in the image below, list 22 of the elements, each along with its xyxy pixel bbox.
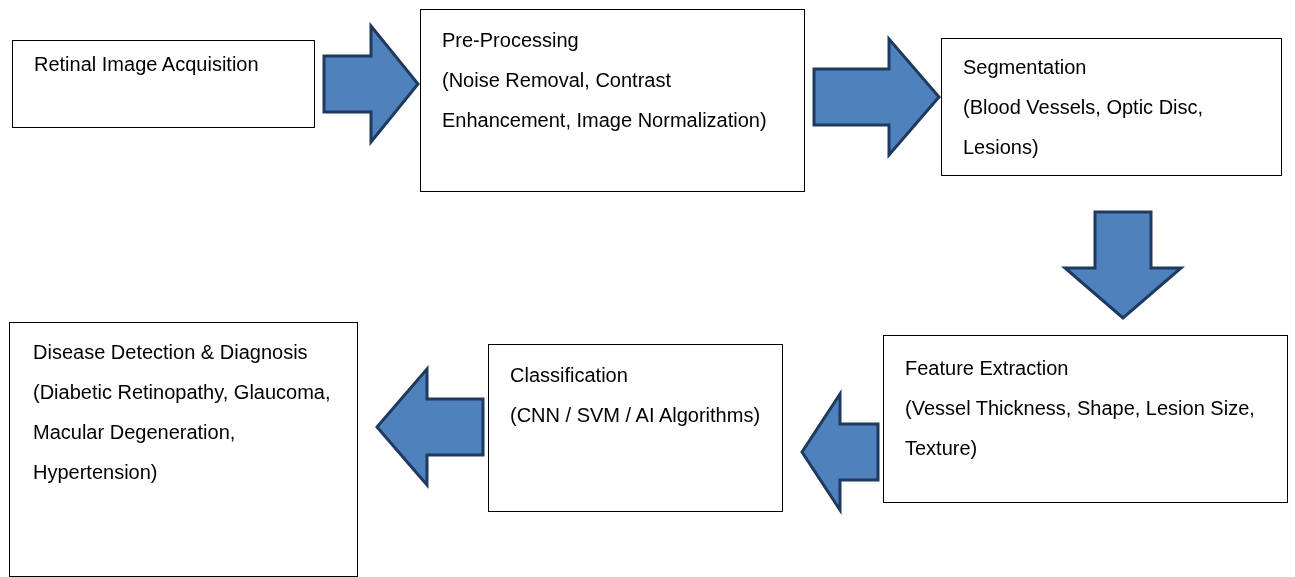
process-box [488, 344, 783, 512]
process-box [941, 38, 1282, 176]
block-arrow [1060, 210, 1186, 320]
step-details: (Vessel Thickness, Shape, Lesion Size, Texture) [905, 396, 1256, 461]
block-arrow [375, 364, 485, 490]
process-box [883, 335, 1288, 503]
step-details: (Noise Removal, Contrast Enhancement, Image Normalization) [442, 68, 768, 133]
step-title: Classification [510, 363, 628, 388]
step-details: (Blood Vessels, Optic Disc, Lesions) [963, 95, 1205, 160]
step-details: (CNN / SVM / AI Algorithms) [510, 403, 761, 428]
process-box [12, 40, 315, 128]
step-title: Retinal Image Acquisition [34, 52, 259, 77]
step-title: Segmentation [963, 55, 1087, 80]
block-arrow [800, 388, 880, 516]
step-title: Disease Detection & Diagnosis [33, 340, 308, 365]
step-title: Pre-Processing [442, 28, 579, 53]
process-box [9, 322, 358, 577]
process-box [420, 9, 805, 192]
step-details: (Diabetic Retinopathy, Glaucoma, Macular Degeneration, Hypertension) [33, 380, 332, 485]
block-arrow [322, 21, 420, 147]
block-arrow [812, 34, 941, 160]
step-title: Feature Extraction [905, 356, 1069, 381]
